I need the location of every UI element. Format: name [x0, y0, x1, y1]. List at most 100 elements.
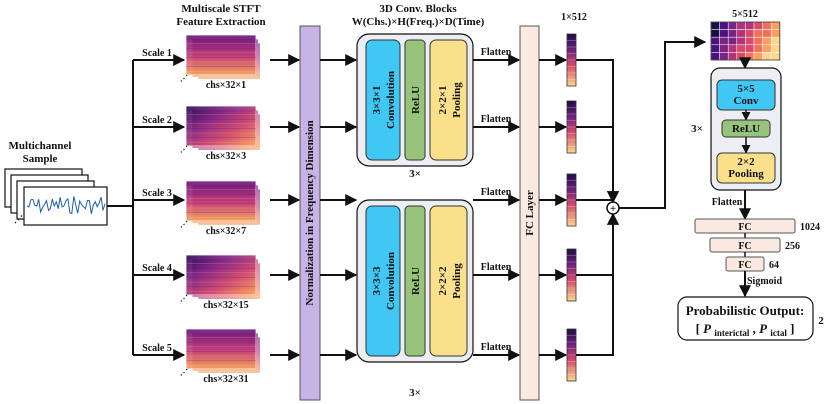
matrix-cell	[719, 52, 729, 61]
flatten-label: Flatten	[481, 262, 512, 273]
spectrogram-layer	[185, 34, 257, 76]
matrix-cell	[736, 29, 746, 38]
vector-label: 1×512	[561, 12, 587, 23]
matrix-cell	[770, 29, 781, 38]
conv2d-conv-line1: 5×5	[737, 83, 755, 95]
matrix-cell	[745, 29, 755, 38]
matrix-cell	[736, 52, 746, 61]
output-p1: P	[703, 321, 712, 336]
fc-layer-bar: FC Layer	[519, 25, 540, 401]
matrix-cell	[710, 21, 720, 30]
matrix-cell	[727, 44, 738, 53]
matrix-cell	[719, 21, 729, 30]
normalization-label: Normalization in Frequency Dimension	[304, 120, 316, 305]
matrix-cell	[753, 52, 763, 61]
fc-layer-label: FC Layer	[524, 190, 536, 236]
matrix-cell	[770, 36, 781, 46]
conv2d-block: 5×5 Conv ReLU 2×2 Pooling 3×	[691, 67, 782, 191]
conv3d-conv-line1: 3×3×1	[371, 85, 383, 114]
matrix-cell	[736, 36, 746, 46]
output-p2-sub: ictal	[770, 328, 787, 338]
feature-vector-3	[539, 173, 619, 227]
scale-label: Scale 5	[142, 343, 172, 354]
matrix-cell	[753, 29, 763, 38]
matrix-cell	[753, 21, 763, 30]
output-p2: P	[759, 321, 768, 336]
conv3d-conv-line1: 3×3×3	[371, 266, 383, 296]
fc-256: FC 256	[709, 237, 800, 257]
conv2d-conv-line2: Conv	[733, 95, 759, 107]
matrix-cell	[753, 44, 763, 53]
scale-dims: chs×32×3	[206, 151, 246, 162]
matrix-cell	[719, 29, 729, 38]
matrix-cell	[710, 52, 720, 61]
matrix-cell	[762, 36, 772, 46]
input-title-line2: Sample	[23, 153, 58, 165]
conv3d-relu-label: ReLU	[410, 86, 422, 114]
stack-dots: ⋰	[14, 214, 23, 224]
feature-vectors	[539, 33, 619, 382]
fc-label: FC	[738, 222, 751, 233]
scale-label: Scale 3	[142, 188, 172, 199]
feature-vector-2	[539, 100, 619, 204]
matrix-cell	[727, 52, 738, 61]
conv3d-repeat: 3×	[409, 387, 421, 399]
conv3d-conv-line2: Convolution	[385, 252, 397, 310]
conv2d-pool-line2: Pooling	[728, 168, 764, 180]
feature-vector-5	[539, 212, 619, 382]
feature-vector-4	[539, 212, 619, 302]
conv2d-pool-line1: 2×2	[737, 156, 755, 168]
flatten-label: Flatten	[481, 47, 512, 58]
stack-dots: ⋰	[180, 220, 188, 229]
matrix-cell	[719, 44, 729, 53]
matrix-cell	[762, 29, 772, 38]
conv3d-conv	[365, 39, 401, 161]
stft-scale-2: Scale 2⋰chs×32×3	[133, 105, 301, 162]
conv3d-relu-label: ReLU	[410, 267, 422, 295]
matrix-cell	[727, 29, 738, 38]
sigmoid-label: Sigmoid	[747, 276, 782, 287]
matrix-label: 5×512	[732, 9, 758, 20]
fc-size: 1024	[800, 222, 820, 233]
eeg-waveform	[26, 196, 106, 215]
stft-title-line2: Feature Extraction	[176, 16, 265, 28]
conv3d-pool-line2: Pooling	[451, 82, 463, 118]
fusion-symbol: +	[610, 203, 616, 215]
matrix-cell	[736, 44, 746, 53]
conv3d-conv	[365, 205, 401, 357]
matrix-cell	[753, 36, 763, 46]
conv3d-title-line1: 3D Conv. Blocks	[379, 3, 457, 15]
matrix-cell	[762, 52, 772, 61]
spectrogram-layer	[185, 328, 257, 370]
fc-size: 256	[785, 241, 800, 252]
output-box: Probabilistic Output: [ P interictal , P…	[677, 296, 824, 341]
scale-label: Scale 2	[142, 115, 172, 126]
scale-dims: chs×32×31	[203, 374, 248, 385]
matrix-cell	[736, 21, 746, 30]
conv3d-relu	[404, 39, 426, 161]
matrix-cell	[762, 21, 772, 30]
scale-label: Scale 4	[142, 263, 172, 274]
fc-label: FC	[738, 260, 751, 271]
stft-scale-1: Scale 1⋰chs×32×1	[133, 34, 301, 91]
signal-stack: ⋰	[4, 168, 108, 226]
spectrogram-layer	[185, 105, 257, 147]
matrix-cell	[770, 44, 781, 53]
output-size: 2	[818, 315, 824, 327]
fc-size: 64	[769, 260, 779, 271]
matrix-cell	[727, 36, 738, 46]
flatten-label: Flatten	[481, 187, 512, 198]
matrix-cell	[745, 21, 755, 30]
stft-scale-4: Scale 4⋰chs×32×15	[133, 254, 301, 311]
output-formula: [ P interictal , P ictal ]	[696, 321, 795, 339]
fc-label: FC	[738, 241, 751, 252]
spectrogram-layer	[185, 254, 257, 296]
spectrogram-layer	[185, 180, 257, 222]
fc-1024: FC 1024	[694, 218, 820, 238]
scale-dims: chs×32×15	[203, 300, 248, 311]
conv3d-relu	[404, 205, 426, 357]
